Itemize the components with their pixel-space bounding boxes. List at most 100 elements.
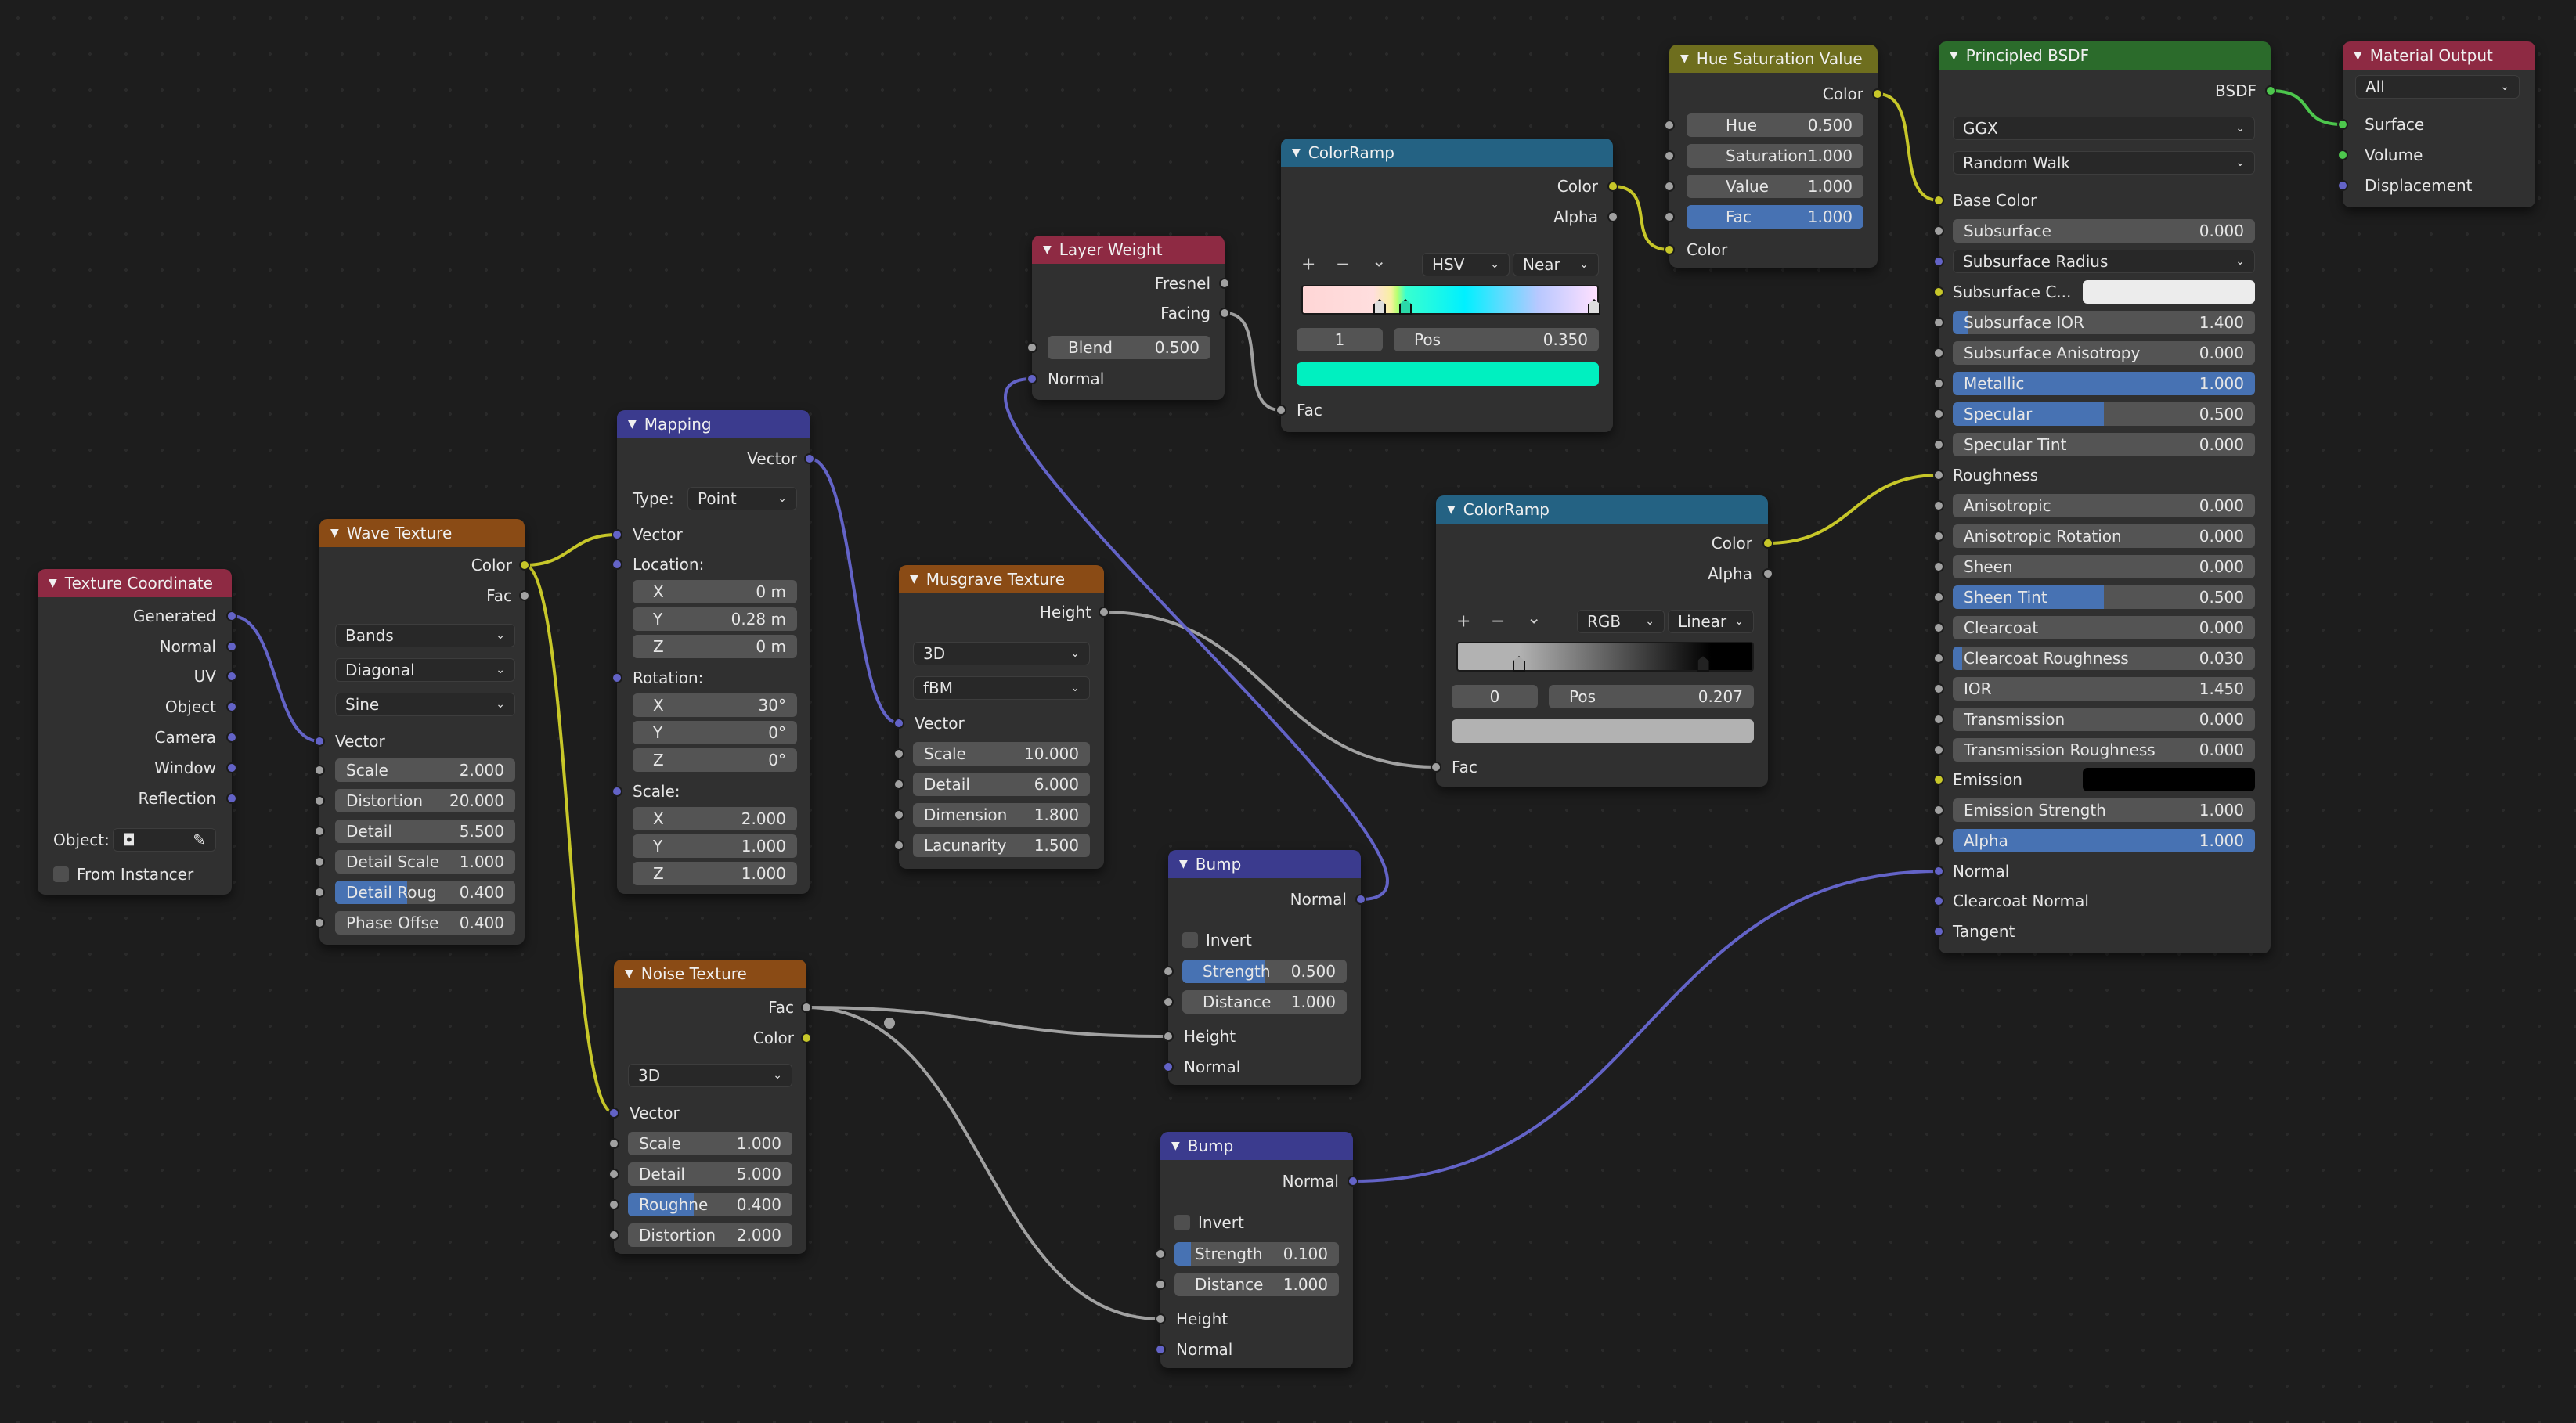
socket[interactable] [519, 590, 530, 601]
link-bsdf-surface[interactable] [2270, 89, 2343, 126]
collapse-chevron-icon[interactable]: ▼ [628, 418, 637, 431]
socket[interactable] [612, 529, 622, 540]
socket[interactable] [1933, 286, 1944, 297]
link-ramp2-color-roughness[interactable] [1767, 474, 1939, 545]
wave-profile-dropdown[interactable]: Sine⌄ [335, 693, 515, 716]
socket[interactable] [226, 732, 237, 743]
socket[interactable] [1933, 774, 1944, 785]
subsurface-radius-dropdown[interactable]: Subsurface Radius⌄ [1953, 250, 2255, 273]
socket[interactable] [1762, 538, 1773, 549]
socket[interactable] [1099, 607, 1109, 618]
collapse-chevron-icon[interactable]: ▼ [2354, 49, 2362, 62]
socket[interactable] [1026, 373, 1037, 384]
socket[interactable] [1219, 308, 1230, 319]
socket[interactable] [893, 779, 904, 790]
socket[interactable] [226, 701, 237, 712]
socket[interactable] [612, 786, 622, 797]
node-header[interactable]: ▼ Bump [1168, 850, 1361, 878]
socket[interactable] [804, 453, 815, 464]
socket[interactable] [1933, 622, 1944, 633]
socket[interactable] [1155, 1279, 1166, 1290]
color-stop-active[interactable] [1513, 656, 1525, 672]
node-header[interactable]: ▼ ColorRamp [1281, 139, 1613, 167]
target-dropdown[interactable]: All⌄ [2355, 75, 2520, 99]
wave-direction-dropdown[interactable]: Diagonal⌄ [335, 658, 515, 682]
socket[interactable] [612, 559, 622, 570]
socket[interactable] [1664, 244, 1675, 255]
socket[interactable] [1933, 835, 1944, 846]
socket[interactable] [608, 1230, 619, 1241]
collapse-chevron-icon[interactable]: ▼ [1950, 49, 1958, 62]
link-ramp1-color-hsv-color[interactable] [1612, 185, 1670, 251]
collapse-chevron-icon[interactable]: ▼ [1043, 243, 1052, 256]
link-noise-fac-bump2-height[interactable] [806, 1006, 1161, 1320]
socket[interactable] [226, 762, 237, 773]
socket[interactable] [519, 560, 530, 571]
socket[interactable] [1872, 88, 1883, 99]
socket[interactable] [1933, 561, 1944, 572]
socket[interactable] [314, 795, 325, 806]
socket[interactable] [1933, 531, 1944, 542]
node-header[interactable]: ▼ Texture Coordinate [38, 569, 232, 597]
socket[interactable] [1933, 895, 1944, 906]
noise-texture-node[interactable]: ▼ Noise Texture Fac Color 3D⌄ Vector Sca… [608, 960, 812, 1254]
subsurface-method-dropdown[interactable]: Random Walk⌄ [1953, 151, 2255, 175]
node-header[interactable]: ▼ Material Output [2343, 41, 2535, 70]
socket[interactable] [1933, 317, 1944, 328]
socket[interactable] [1933, 653, 1944, 664]
musgrave-type-dropdown[interactable]: fBM⌄ [913, 676, 1090, 700]
socket[interactable] [1933, 592, 1944, 603]
reroute-node[interactable] [884, 1018, 895, 1029]
collapse-chevron-icon[interactable]: ▼ [1171, 1140, 1180, 1152]
socket[interactable] [893, 748, 904, 759]
socket[interactable] [1933, 683, 1944, 694]
socket[interactable] [1163, 1031, 1174, 1042]
principled-bsdf-node[interactable]: ▼ Principled BSDF BSDF GGX⌄ Random Walk⌄… [1933, 41, 2276, 953]
socket[interactable] [2337, 180, 2348, 191]
collapse-chevron-icon[interactable]: ▼ [1680, 52, 1689, 65]
node-header[interactable]: ▼ Layer Weight [1032, 236, 1225, 264]
interpolation-dropdown[interactable]: Near⌄ [1513, 253, 1599, 276]
socket[interactable] [1933, 439, 1944, 450]
collapse-chevron-icon[interactable]: ▼ [49, 577, 57, 589]
socket[interactable] [226, 793, 237, 804]
colorramp-node-rgb[interactable]: ▼ ColorRamp Color Alpha + − ⌄ RGB⌄ Linea… [1431, 495, 1773, 787]
link-coord-object-wave-vector[interactable] [231, 614, 320, 743]
socket[interactable] [1933, 195, 1944, 206]
link-bump2-normal-bsdf-normal[interactable] [1352, 870, 1939, 1183]
collapse-chevron-icon[interactable]: ▼ [1447, 503, 1456, 516]
collapse-chevron-icon[interactable]: ▼ [1179, 858, 1188, 870]
socket[interactable] [1664, 150, 1675, 161]
socket[interactable] [1933, 744, 1944, 755]
node-header[interactable]: ▼ Bump [1160, 1132, 1353, 1160]
socket[interactable] [1933, 409, 1944, 420]
link-musgrave-height-ramp2-fac[interactable] [1103, 611, 1437, 769]
color-stop[interactable] [1588, 299, 1600, 315]
remove-stop-icon[interactable]: − [1336, 254, 1351, 275]
node-header[interactable]: ▼ Mapping [617, 410, 810, 438]
socket[interactable] [1933, 500, 1944, 511]
socket[interactable] [1933, 805, 1944, 816]
